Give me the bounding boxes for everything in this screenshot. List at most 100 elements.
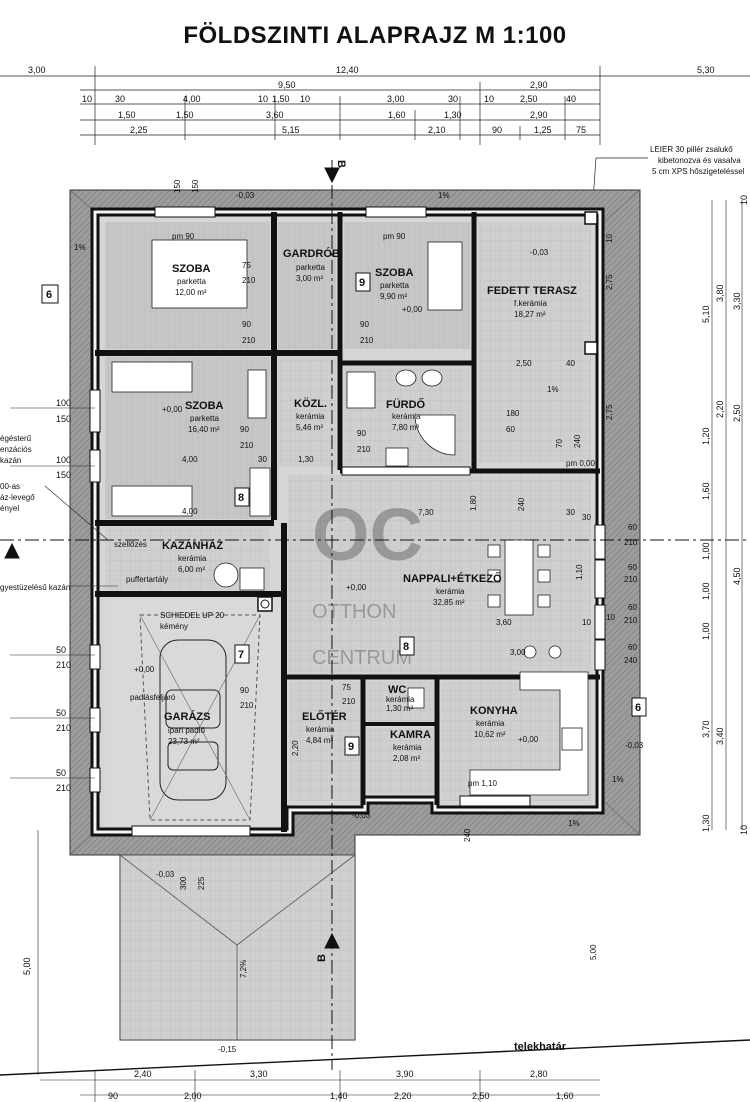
level-mark: -0,03 [236, 191, 255, 200]
level-mark: -0,03 [352, 811, 371, 820]
room-kozl-finish: kerámia [296, 412, 325, 421]
slope-mark: 7,2% [239, 960, 248, 978]
left-dim: 50 [56, 645, 66, 655]
inner-dim: 10 [606, 613, 615, 622]
dim-r5: 2,10 [428, 125, 446, 135]
room-kazanhaz-finish: kerámia [178, 554, 207, 563]
bed-3 [111, 361, 193, 393]
room-terasz-finish: f.kerámia [514, 299, 547, 308]
right-dim: 2,20 [715, 400, 725, 418]
dim-top-1: 3,00 [28, 65, 46, 75]
stove [561, 727, 583, 751]
interior-walls [95, 212, 600, 832]
right-dim: 3,70 [701, 720, 711, 738]
room-terasz-name: FEDETT TERASZ [487, 285, 577, 297]
door-number: 9 [348, 741, 354, 753]
dim-r3: 10 [258, 94, 268, 104]
inner-dim: 210 [360, 336, 374, 345]
wardrobe-2 [249, 467, 271, 517]
room-kozl-name: KÖZL. [294, 397, 327, 410]
pm-label: pm 90 [383, 232, 406, 241]
dim-top-3: 5,30 [697, 65, 715, 75]
door-number: 7 [238, 649, 244, 661]
bottom-dim: 1,60 [556, 1091, 574, 1101]
plan-title: FÖLDSZINTI ALAPRAJZ M 1:100 [183, 22, 567, 49]
room-szoba-2-area: 9,90 m² [380, 292, 407, 301]
inner-dim: 2,75 [605, 274, 614, 290]
inner-dim: 210 [240, 441, 254, 450]
room-szoba-2-finish: parketta [380, 281, 409, 290]
inner-dim: 30 [566, 508, 575, 517]
left-dim: 210 [56, 723, 71, 733]
inner-dim: 90 [357, 429, 366, 438]
level-mark: +0,00 [518, 735, 539, 744]
dim-r5: 5,15 [282, 125, 300, 135]
inner-dim: 150 [173, 179, 182, 193]
puffer-label: puffertartály [126, 575, 168, 584]
right-dim: 3,40 [715, 727, 725, 745]
dim-r4: 3,60 [266, 110, 284, 120]
door-number: 8 [403, 641, 409, 653]
wardrobe [247, 369, 267, 419]
kazan [213, 562, 239, 588]
shower [346, 371, 376, 409]
level-mark: +0,00 [162, 405, 183, 414]
right-dim: 5,10 [701, 305, 711, 323]
inner-dim: 30 [582, 513, 591, 522]
inner-dim: 10 [582, 618, 591, 627]
room-szoba-1-finish: parketta [177, 277, 206, 286]
right-dim: 2,50 [732, 404, 742, 422]
left-dimensions: 100 150 100 150 50 210 50 210 50 210 5,0… [0, 398, 118, 1075]
pillars [584, 211, 598, 355]
section-label-bottom: B [316, 954, 328, 962]
inner-dim: 240 [463, 828, 472, 842]
door-numbers: 6 9 8 7 8 9 6 [41, 272, 647, 756]
slope-mark: 1% [612, 775, 624, 784]
room-furdo-finish: kerámia [392, 412, 421, 421]
inner-dim: 70 [555, 439, 564, 448]
chimney [257, 596, 273, 612]
garage-door [131, 825, 251, 837]
inner-dim: 75 [242, 261, 251, 270]
left-dim: 210 [56, 783, 71, 793]
bottom-dim: 2,50 [472, 1091, 490, 1101]
room-gardrob-area: 3,00 m² [296, 274, 323, 283]
door-number: 6 [46, 289, 52, 301]
left-note: égésterű [0, 434, 32, 443]
left-dim: 50 [56, 708, 66, 718]
inner-dim: 10 [605, 234, 614, 243]
room-terasz-area: 18,27 m² [514, 310, 546, 319]
left-vertical-dim: 5,00 [22, 957, 32, 975]
level-mark: -0,03 [156, 870, 175, 879]
pm-label: pm 0,00 [566, 459, 595, 468]
bottom-dim: 3,90 [396, 1069, 414, 1079]
room-kamra-area: 2,08 m² [393, 754, 420, 763]
room-wc-name: WC [388, 684, 406, 696]
left-note: enzációs [0, 445, 32, 454]
left-dim: 210 [56, 660, 71, 670]
room-konyha-area: 10,62 m² [474, 730, 506, 739]
room-garazs-name: GARÁZS [164, 710, 210, 723]
misc-labels: pm 90 pm 90 pm 0,00 pm 1,10 -0,03 -0,03 … [0, 191, 750, 1076]
watermark-logo: OC OTTHON CENTRUM [312, 493, 423, 669]
right-dim: 10 [739, 195, 749, 205]
toilet [385, 447, 409, 467]
room-nappali-finish: kerámia [436, 587, 465, 596]
furniture [111, 239, 589, 796]
svg-text:OC: OC [312, 493, 423, 576]
room-garazs-finish: ipari padló [168, 726, 205, 735]
level-mark: +0,00 [346, 583, 367, 592]
level-mark: +0,00 [134, 665, 155, 674]
pm-label: pm 1,10 [468, 779, 497, 788]
door-number: 6 [635, 702, 641, 714]
top-dimension-lines [0, 66, 750, 145]
room-szoba-2-name: SZOBA [375, 267, 414, 279]
inner-dim: 30 [258, 455, 267, 464]
right-dim: 3,30 [732, 292, 742, 310]
attic-hatch-label: padlásfeljáró [130, 693, 176, 702]
inner-dim: 1,30 [298, 455, 314, 464]
level-mark: -0,03 [625, 741, 644, 750]
level-mark: -0,03 [530, 248, 549, 257]
